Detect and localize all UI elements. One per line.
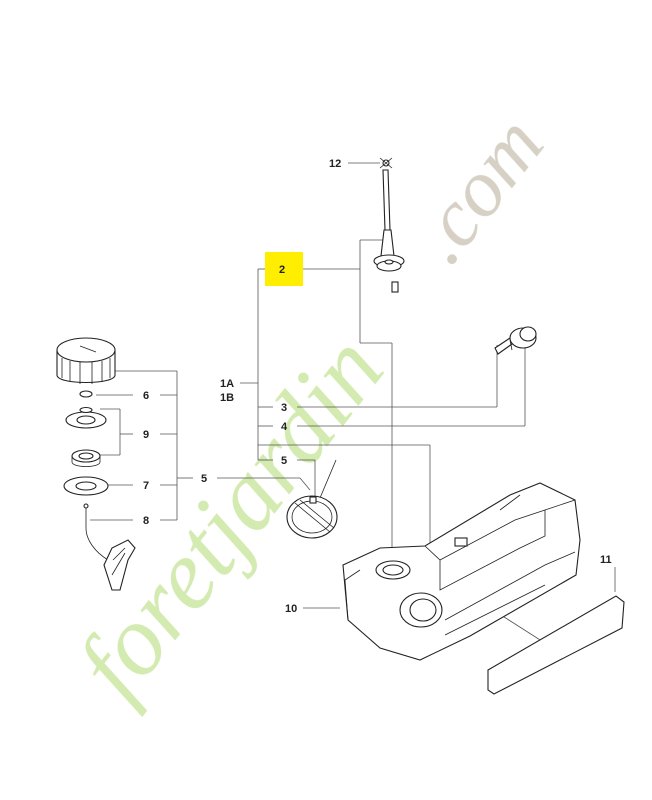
callout-3: 3 bbox=[281, 402, 287, 414]
fuel-line-12 bbox=[379, 157, 395, 257]
callout-1b: 1B bbox=[220, 392, 234, 404]
callout-6: 6 bbox=[143, 390, 149, 402]
grommet-2 bbox=[373, 254, 405, 272]
callout-8: 8 bbox=[143, 515, 149, 527]
callout-9: 9 bbox=[143, 429, 149, 441]
washer-7 bbox=[63, 476, 109, 496]
highlight-box-2 bbox=[265, 252, 303, 286]
callout-10: 10 bbox=[285, 603, 297, 615]
callout-5-center: 5 bbox=[281, 455, 287, 467]
callout-12: 12 bbox=[329, 158, 341, 170]
vent-hose-3-4 bbox=[391, 281, 537, 393]
watermark-text-grey: .com bbox=[392, 99, 560, 279]
fuel-cap-6 bbox=[56, 337, 116, 398]
callout-7: 7 bbox=[143, 480, 149, 492]
decal-11 bbox=[487, 595, 625, 695]
cap-seal-9 bbox=[65, 406, 107, 467]
callout-1a: 1A bbox=[220, 378, 234, 390]
callout-11: 11 bbox=[600, 554, 612, 566]
callout-2: 2 bbox=[279, 264, 285, 276]
fuel-tank-10 bbox=[342, 482, 581, 661]
retainer-strap-8 bbox=[83, 503, 136, 591]
callout-4: 4 bbox=[281, 421, 288, 433]
fuel-filter-5 bbox=[286, 459, 338, 539]
callout-5-left: 5 bbox=[201, 473, 207, 485]
